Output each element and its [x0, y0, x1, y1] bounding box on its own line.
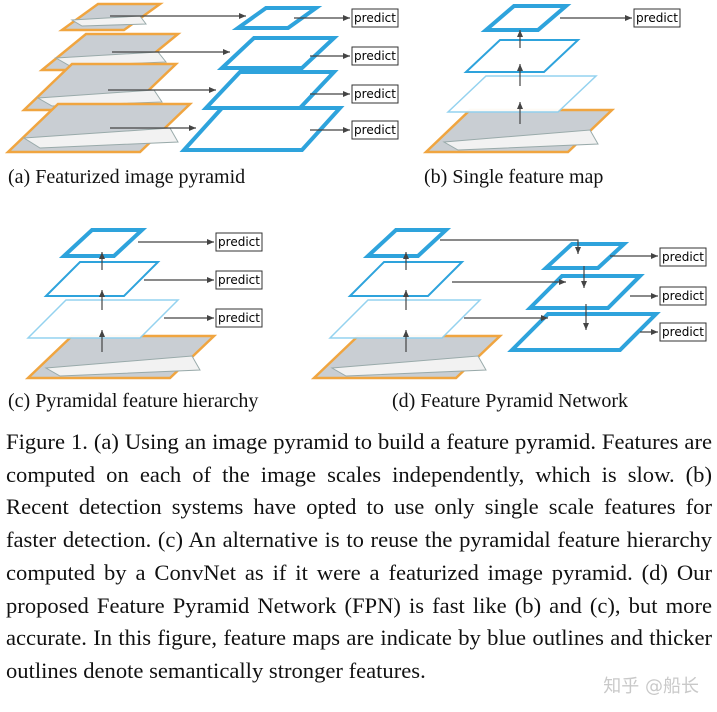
svg-text:predict: predict [662, 250, 704, 264]
svg-text:predict: predict [354, 49, 396, 63]
predict-box: predict [659, 247, 707, 267]
predict-box: predict [633, 8, 681, 28]
svg-text:predict: predict [354, 11, 396, 25]
predict-box: predict [659, 286, 707, 306]
feature-map-d-bottom-up-1 [362, 228, 452, 258]
feature-map-a2 [201, 70, 339, 110]
svg-text:predict: predict [218, 311, 260, 325]
panel-b: predict [422, 3, 681, 154]
predict-box: predict [659, 322, 707, 342]
feature-map-d-top-down-1 [540, 242, 630, 270]
arrows-b [517, 15, 632, 124]
predict-box: predict [351, 46, 399, 66]
predict-box: predict [351, 8, 399, 28]
subfigure-caption-d: (d) Feature Pyramid Network [392, 390, 629, 412]
feature-map-b2 [463, 39, 581, 73]
panel-c: predict predict predict [24, 228, 263, 380]
feature-map-a3 [216, 36, 340, 70]
panel-a: predict predict predict predict [4, 2, 399, 154]
feature-map-a4 [231, 6, 323, 30]
subfigure-caption-c: (c) Pyramidal feature hierarchy [8, 390, 259, 412]
input-image-d [310, 334, 504, 380]
predict-box: predict [351, 120, 399, 140]
svg-text:predict: predict [218, 273, 260, 287]
arrows-d [403, 239, 658, 352]
input-image-c [24, 334, 218, 380]
figure-caption-text: Figure 1. (a) Using an image pyramid to … [6, 429, 712, 683]
svg-text:predict: predict [636, 11, 678, 25]
feature-map-c2 [43, 261, 161, 297]
feature-map-b1 [480, 3, 572, 32]
image-scale-2 [20, 62, 180, 112]
svg-text:predict: predict [354, 123, 396, 137]
image-scale-4 [58, 2, 164, 32]
predict-box: predict [215, 232, 263, 252]
subfigure-caption-b: (b) Single feature map [424, 166, 604, 188]
feature-map-d-top-down-3 [507, 312, 661, 352]
watermark: 知乎 @船长 [603, 676, 699, 697]
feature-map-c1 [58, 228, 148, 258]
feature-map-a1 [179, 106, 345, 152]
feature-map-d-bottom-up-3 [328, 299, 482, 339]
figure-caption: Figure 1. (a) Using an image pyramid to … [6, 426, 712, 688]
panel-d: predict predict predict [310, 228, 707, 380]
svg-text:predict: predict [662, 289, 704, 303]
predict-box: predict [215, 270, 263, 290]
feature-map-c3 [26, 299, 180, 339]
subfigure-caption-a: (a) Featurized image pyramid [8, 166, 246, 188]
arrows-a [108, 13, 350, 133]
figure-1-diagram: predict predict predict predict predict [4, 2, 707, 380]
svg-text:predict: predict [662, 325, 704, 339]
image-scale-1 [4, 102, 194, 154]
predict-box: predict [215, 308, 263, 328]
input-image-b [422, 108, 616, 154]
feature-map-b3 [446, 75, 598, 113]
svg-text:predict: predict [354, 87, 396, 101]
feature-map-d-bottom-up-2 [347, 261, 465, 297]
feature-map-d-top-down-2 [525, 274, 645, 310]
svg-text:predict: predict [218, 235, 260, 249]
arrows-c [99, 239, 214, 352]
predict-box: predict [351, 84, 399, 104]
